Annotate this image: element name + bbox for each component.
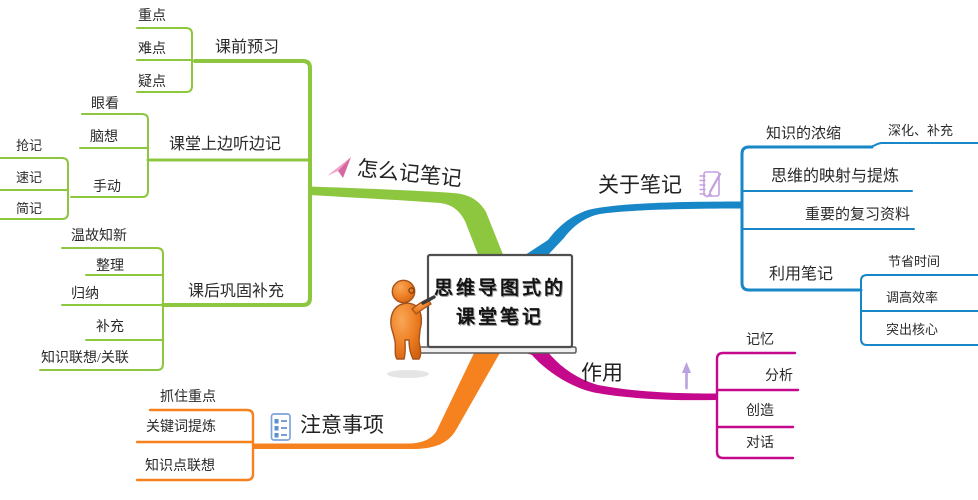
node-pre-class-preview[interactable]: 课前预习 <box>215 39 280 56</box>
plane-right-wing <box>338 157 351 178</box>
node-brief-note[interactable]: 简记 <box>16 201 43 216</box>
node-knowledge-condensation[interactable]: 知识的浓缩 <box>766 126 842 142</box>
figure-glasses <box>408 287 415 294</box>
central-topic-line2: 课堂笔记 <box>455 306 544 328</box>
notepad-body <box>703 171 720 197</box>
node-use-notes[interactable]: 利用笔记 <box>769 266 834 283</box>
node-creation[interactable]: 创造 <box>746 404 774 419</box>
node-deepen-supplement[interactable]: 深化、补充 <box>888 123 954 138</box>
branch-precautions[interactable]: 注意事项 <box>300 413 384 437</box>
afterclass-children-bracket <box>39 247 164 371</box>
node-highlight-core[interactable]: 突出核心 <box>886 322 939 337</box>
node-dialogue[interactable]: 对话 <box>746 436 774 451</box>
node-thinking-mapping[interactable]: 思维的映射与提炼 <box>771 168 900 185</box>
precautions-branch-ribbon <box>253 351 501 449</box>
checklist-rows <box>274 419 287 438</box>
notepad-pencil-icon <box>699 171 722 198</box>
node-knowledge-association[interactable]: 知识联想/关联 <box>41 351 129 366</box>
figure-marker <box>421 295 436 305</box>
figure-head <box>391 279 416 304</box>
about-spine <box>740 145 874 292</box>
node-organize[interactable]: 整理 <box>96 259 124 274</box>
branch-about-notes[interactable]: 关于笔记 <box>598 173 682 197</box>
presenter-figure <box>387 279 436 378</box>
notepad-pencil <box>708 172 722 194</box>
how-branch-ribbon <box>310 186 504 257</box>
precautions-children-bracket <box>135 408 255 482</box>
arrow-head <box>682 362 691 373</box>
plane-left-wing <box>327 157 351 176</box>
paper-plane-icon <box>327 157 351 178</box>
preview-children-bracket <box>136 27 193 93</box>
node-speed-note[interactable]: 速记 <box>16 170 43 185</box>
node-save-time[interactable]: 节省时间 <box>888 254 941 269</box>
hands-children-bracket <box>0 157 69 220</box>
figure-shadow <box>387 370 429 378</box>
node-difficult-points[interactable]: 难点 <box>138 42 166 57</box>
node-hands-write[interactable]: 手动 <box>93 180 121 195</box>
node-eyes-watch[interactable]: 眼看 <box>91 97 119 112</box>
node-review-material[interactable]: 重要的复习资料 <box>805 207 911 223</box>
node-review-old-learn-new[interactable]: 温故知新 <box>71 229 127 244</box>
how-branch-lines <box>0 27 504 371</box>
node-analysis[interactable]: 分析 <box>765 369 793 384</box>
deepen-step-line <box>867 142 978 148</box>
node-supplement[interactable]: 补充 <box>96 320 124 335</box>
node-knowledge-point-association[interactable]: 知识点联想 <box>145 459 215 474</box>
up-arrow-icon <box>682 362 691 390</box>
node-quick-capture[interactable]: 抢记 <box>16 138 43 153</box>
node-doubtful-points[interactable]: 疑点 <box>138 75 166 90</box>
how-spine <box>161 59 312 307</box>
central-topic-line1: 思维导图式的 <box>433 277 566 299</box>
node-raise-efficiency[interactable]: 调高效率 <box>886 290 939 305</box>
functions-branch-lines <box>520 351 800 460</box>
node-brain-think[interactable]: 脑想 <box>90 130 118 145</box>
node-key-points[interactable]: 重点 <box>138 9 166 24</box>
checklist-sheet <box>270 413 291 441</box>
node-keyword-extraction[interactable]: 关键词提炼 <box>146 420 216 435</box>
functions-children-bracket <box>715 351 800 460</box>
branch-functions[interactable]: 作用 <box>581 361 623 385</box>
about-branch-ribbon <box>522 201 742 257</box>
precautions-branch-lines <box>135 351 501 482</box>
node-memory[interactable]: 记忆 <box>746 333 774 348</box>
central-topic[interactable]: 思维导图式的 课堂笔记 <box>430 272 570 334</box>
notepad-spiral <box>699 175 706 195</box>
checklist-icon <box>270 413 291 441</box>
node-summarize[interactable]: 归纳 <box>71 287 99 302</box>
functions-branch-ribbon <box>520 351 717 401</box>
node-grasp-key-points[interactable]: 抓住重点 <box>160 390 216 405</box>
inclass-children-bracket <box>70 113 149 198</box>
notepad-pencil-tip <box>706 192 712 198</box>
node-after-class-consolidate[interactable]: 课后巩固补充 <box>188 283 285 300</box>
node-in-class-listen-note[interactable]: 课堂上边听边记 <box>169 136 282 153</box>
about-branch-lines <box>522 142 978 346</box>
usenotes-children-bracket <box>860 274 978 346</box>
